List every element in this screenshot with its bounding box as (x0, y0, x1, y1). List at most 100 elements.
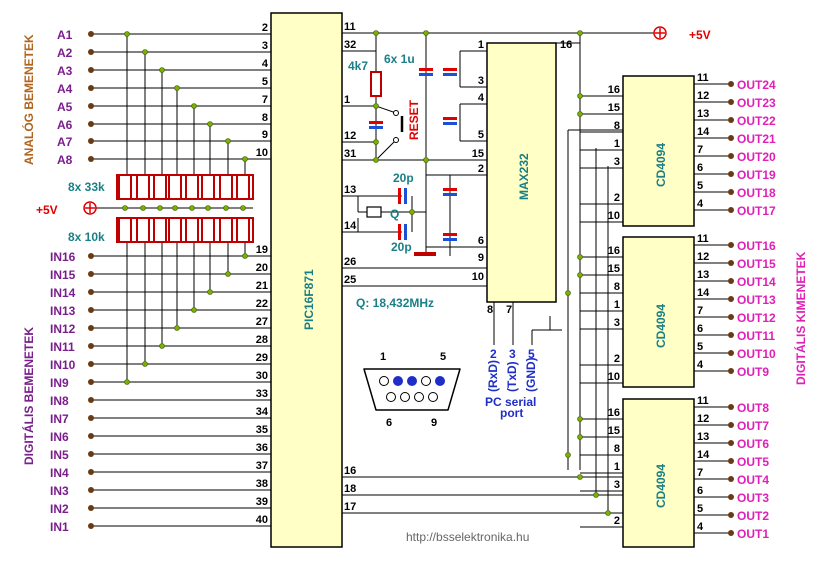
digital-output-terminal[interactable] (728, 260, 734, 266)
cd4094-pin-number: 12 (697, 413, 709, 425)
cd4094-label-3: CD4094 (654, 464, 668, 508)
analog-input-terminal[interactable] (88, 121, 94, 127)
pic16f871-label: PIC16F871 (302, 269, 316, 330)
pulldown-resistors-label: 8x 10k (68, 230, 105, 244)
capacitor-1u (443, 188, 457, 191)
cd4094-pin-number: 15 (608, 425, 620, 437)
digital-output-terminal[interactable] (728, 530, 734, 536)
reset-resistor (370, 71, 382, 97)
crystal-label: Q (390, 207, 399, 221)
analog-input-label: A6 (57, 118, 73, 132)
junction-node (593, 492, 599, 498)
watermark[interactable]: http://bsselektronika.hu (406, 530, 529, 544)
db9-label-1: 1 (380, 351, 386, 363)
analog-input-terminal[interactable] (88, 138, 94, 144)
digital-input-terminal[interactable] (88, 415, 94, 421)
digital-output-terminal[interactable] (728, 512, 734, 518)
digital-input-terminal[interactable] (88, 271, 94, 277)
junction-node (242, 253, 248, 259)
analog-input-terminal[interactable] (88, 31, 94, 37)
mcu-pin-number: 39 (256, 496, 268, 508)
digital-output-terminal[interactable] (728, 494, 734, 500)
capacitor-20p (404, 224, 407, 240)
digital-input-label: IN8 (50, 394, 69, 408)
analog-input-terminal[interactable] (88, 85, 94, 91)
junction-node (565, 290, 571, 296)
digital-output-terminal[interactable] (728, 189, 734, 195)
digital-input-terminal[interactable] (88, 505, 94, 511)
digital-output-terminal[interactable] (728, 296, 734, 302)
crystal-cap-top-label: 20p (393, 171, 414, 185)
cd4094-pin-number: 14 (697, 126, 710, 138)
pulldown-resistor (168, 217, 182, 243)
digital-input-terminal[interactable] (88, 289, 94, 295)
analog-input-terminal[interactable] (88, 156, 94, 162)
digital-input-label: IN13 (50, 304, 76, 318)
digital-output-terminal[interactable] (728, 422, 734, 428)
digital-output-terminal[interactable] (728, 171, 734, 177)
max232-pin-number: 16 (560, 39, 572, 51)
mcu-pin-number: 21 (256, 280, 268, 292)
reset-resistor-label: 4k7 (348, 59, 368, 73)
digital-output-label: OUT1 (737, 527, 769, 541)
digital-output-label: OUT16 (737, 239, 776, 253)
cd4094-pin-number: 14 (697, 287, 710, 299)
cd4094-pin-number: 1 (614, 299, 620, 311)
pulldown-resistor (236, 217, 250, 243)
digital-output-terminal[interactable] (728, 278, 734, 284)
digital-output-terminal[interactable] (728, 153, 734, 159)
digital-input-terminal[interactable] (88, 523, 94, 529)
digital-input-terminal[interactable] (88, 343, 94, 349)
cd4094-label-1: CD4094 (654, 143, 668, 187)
digital-output-terminal[interactable] (728, 404, 734, 410)
digital-input-terminal[interactable] (88, 307, 94, 313)
mcu-pin-number: 35 (256, 424, 268, 436)
analog-input-label: A5 (57, 100, 73, 114)
digital-input-terminal[interactable] (88, 487, 94, 493)
digital-output-label: OUT18 (737, 186, 776, 200)
junction-node (157, 205, 163, 211)
digital-output-terminal[interactable] (728, 99, 734, 105)
digital-input-terminal[interactable] (88, 397, 94, 403)
digital-output-terminal[interactable] (728, 242, 734, 248)
mcu-pin-number: 9 (262, 129, 268, 141)
cd4094-pin-number: 7 (697, 467, 703, 479)
digital-output-terminal[interactable] (728, 81, 734, 87)
digital-output-terminal[interactable] (728, 476, 734, 482)
digital-output-label: OUT2 (737, 509, 769, 523)
capacitor-1u (443, 68, 457, 71)
digital-output-terminal[interactable] (728, 458, 734, 464)
junction-node (577, 416, 583, 422)
digital-input-label: IN12 (50, 322, 76, 336)
digital-input-terminal[interactable] (88, 451, 94, 457)
digital-input-terminal[interactable] (88, 469, 94, 475)
digital-input-terminal[interactable] (88, 253, 94, 259)
analog-inputs-heading: ANALÓG BEMENETEK (21, 34, 36, 165)
digital-input-label: IN5 (50, 448, 69, 462)
digital-output-terminal[interactable] (728, 368, 734, 374)
digital-output-terminal[interactable] (728, 314, 734, 320)
digital-output-terminal[interactable] (728, 332, 734, 338)
analog-input-label: A8 (57, 153, 73, 167)
pullup-resistor (136, 174, 150, 200)
digital-input-terminal[interactable] (88, 325, 94, 331)
mcu-pin-number: 11 (344, 21, 356, 33)
analog-input-terminal[interactable] (88, 103, 94, 109)
digital-output-terminal[interactable] (728, 117, 734, 123)
junction-node (207, 289, 213, 295)
serial-caption: PC serial (485, 395, 536, 409)
digital-input-terminal[interactable] (88, 433, 94, 439)
digital-output-terminal[interactable] (728, 207, 734, 213)
digital-output-terminal[interactable] (728, 350, 734, 356)
digital-input-terminal[interactable] (88, 379, 94, 385)
cd4094-pin-number: 16 (608, 407, 620, 419)
analog-input-terminal[interactable] (88, 67, 94, 73)
db9-pin-1 (379, 376, 389, 386)
digital-output-label: OUT15 (737, 257, 776, 271)
digital-input-terminal[interactable] (88, 361, 94, 367)
mcu-pin-number: 10 (256, 147, 268, 159)
max232-pin-number: 5 (478, 129, 484, 141)
digital-output-terminal[interactable] (728, 135, 734, 141)
analog-input-terminal[interactable] (88, 49, 94, 55)
digital-output-terminal[interactable] (728, 440, 734, 446)
